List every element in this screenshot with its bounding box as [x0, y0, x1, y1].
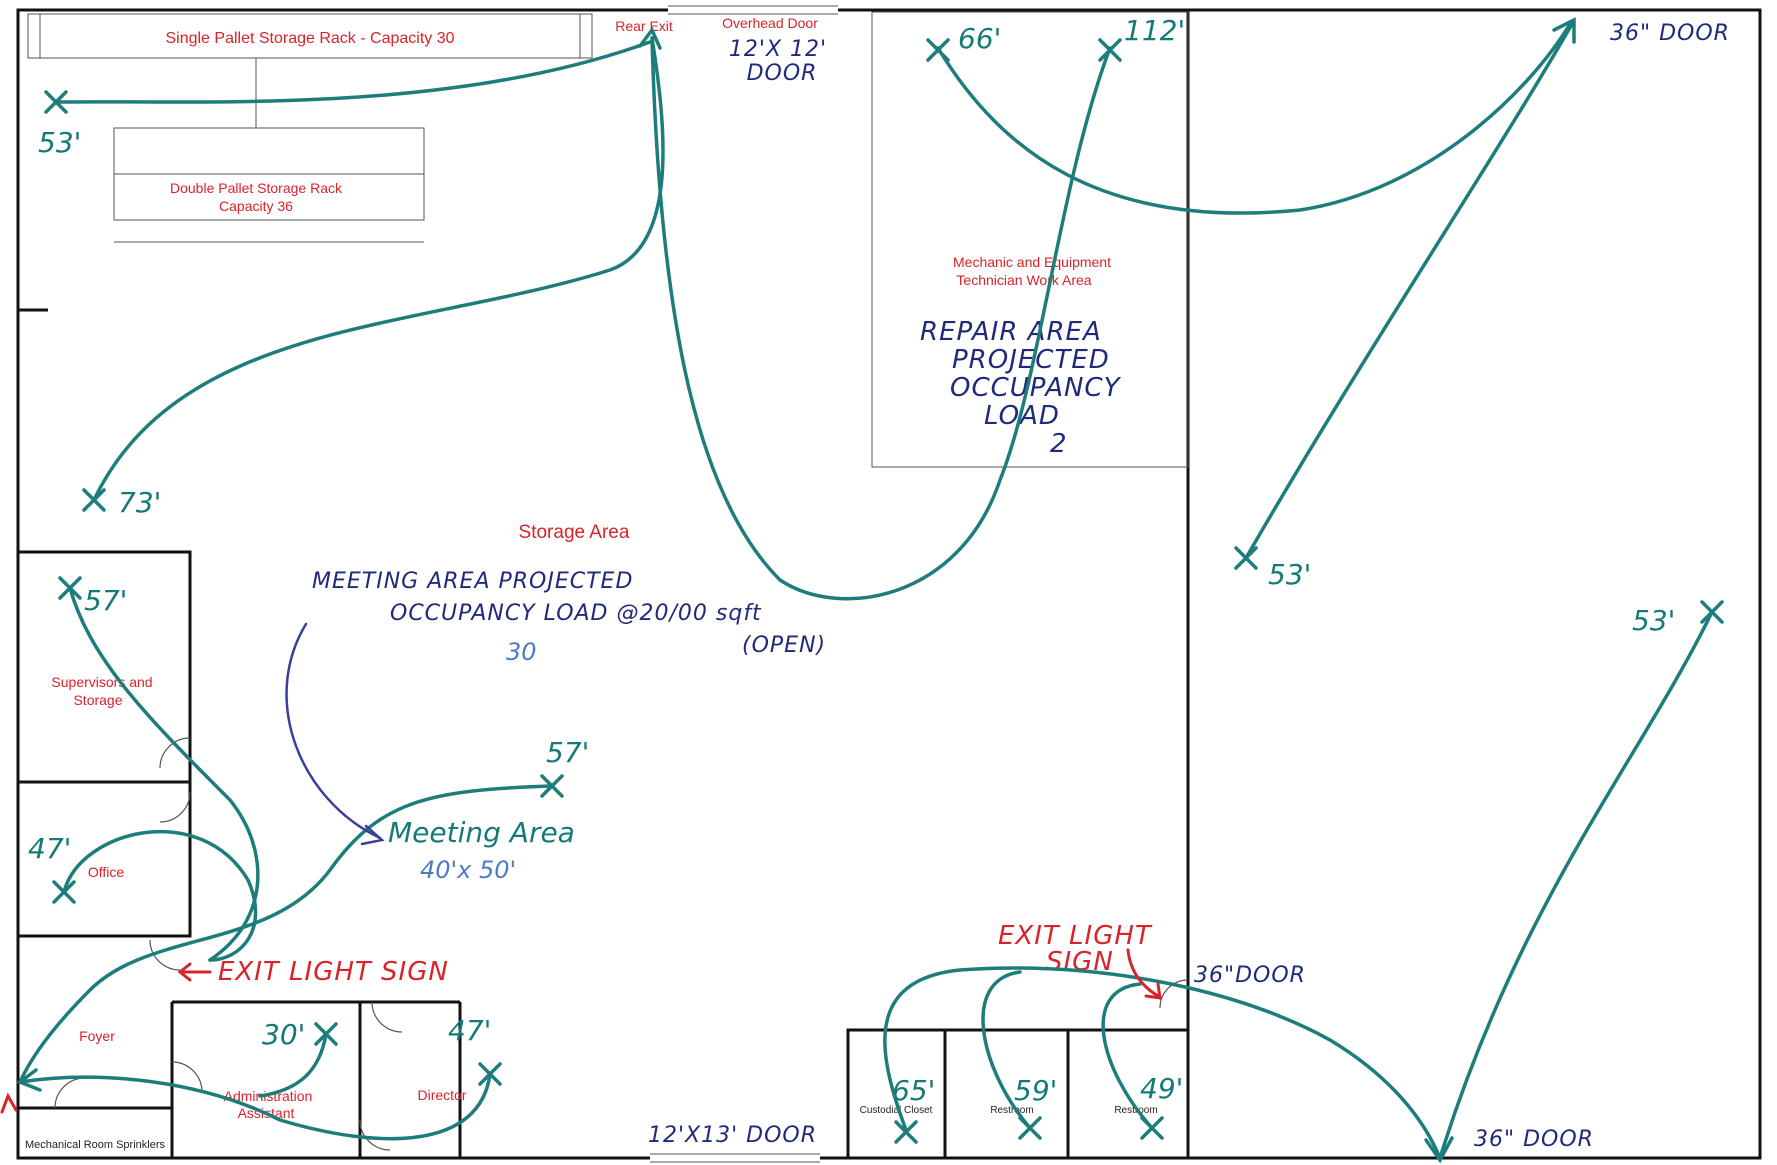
distance-47-office: 47': [28, 832, 71, 865]
office-label: Office: [88, 864, 125, 880]
overhead-door-note: DOOR: [747, 61, 818, 86]
mechanic-area-label-2: Technician Work Area: [956, 272, 1091, 288]
distance-53-top-left: 53': [38, 126, 81, 159]
distance-59: 59': [1014, 1074, 1057, 1107]
arrow-foyer-exit: [16, 1068, 42, 1092]
route-30-admin: [258, 1032, 328, 1098]
meeting-projected-note-3: 30: [506, 638, 537, 666]
start-markers: [44, 38, 1724, 1144]
arrow-top-door: [1552, 17, 1576, 44]
arrow-rear-exit: [638, 26, 662, 50]
distance-57-meeting: 57': [546, 736, 589, 769]
door-36-bottom-note: 36" DOOR: [1474, 1127, 1594, 1152]
repair-area-note-3: OCCUPANCY: [950, 373, 1122, 403]
single-rack-label: Single Pallet Storage Rack - Capacity 30: [165, 30, 454, 47]
x-marker-66: [926, 38, 950, 62]
supervisors-label-2: Storage: [73, 692, 122, 708]
x-marker-53-far-right: [1700, 600, 1724, 624]
distance-66: 66': [958, 22, 1001, 55]
distance-47-director: 47': [448, 1014, 491, 1047]
x-marker-57-meeting: [540, 774, 564, 798]
restroom-1-label: Restroom: [990, 1105, 1033, 1116]
meeting-size-note: 40'x 50': [420, 856, 516, 884]
x-marker-57-supervisors: [58, 576, 82, 600]
exit-sign-right-arrow: [1126, 948, 1162, 1000]
route-57-supervisors-to-foyer: [68, 586, 260, 962]
x-marker-30-admin: [314, 1022, 338, 1046]
route-49: [1101, 982, 1154, 1130]
distance-30-admin: 30': [262, 1018, 305, 1051]
rear-exit-label: Rear Exit: [615, 18, 673, 34]
overhead-door-label: Overhead Door: [722, 15, 818, 31]
x-marker-112: [1098, 38, 1122, 62]
mechanic-area-outline: [871, 11, 1189, 468]
exit-sign-left-arrow: [177, 962, 212, 982]
route-112-to-rear-exit: [650, 36, 1112, 601]
building-walls: [16, 8, 1762, 1160]
distance-57-supervisors: 57': [84, 584, 127, 617]
supervisors-label-1: Supervisors and: [51, 674, 152, 690]
meeting-projected-note-2: OCCUPANCY LOAD @20/00 sqft: [390, 601, 762, 626]
double-pallet-rack: [113, 127, 425, 243]
arrow-bottom-door: [1424, 1136, 1454, 1164]
custodial-closet-label: Custodial Closet: [860, 1105, 933, 1116]
x-marker-73: [82, 488, 106, 512]
route-restrooms-to-bottom-door: [883, 966, 1442, 1160]
route-47-office-to-foyer: [62, 829, 258, 962]
director-label: Director: [417, 1087, 466, 1103]
x-marker-59: [1018, 1116, 1042, 1140]
mechanical-room-label: Mechanical Room Sprinklers: [25, 1139, 165, 1151]
route-53-to-rear-exit: [54, 40, 652, 104]
double-rack-label-2: Capacity 36: [219, 198, 293, 214]
x-marker-53-top-left: [44, 90, 68, 114]
route-arrowheads: [16, 17, 1576, 1164]
meeting-projected-note-4: (OPEN): [742, 633, 826, 658]
door-36-mid-note: 36"DOOR: [1194, 963, 1306, 988]
x-marker-47-director: [478, 1062, 502, 1086]
egress-routes: [0, 22, 1714, 1160]
door-36-top-note: 36" DOOR: [1610, 21, 1730, 46]
overhead-size-note: 12'X 12': [729, 37, 827, 62]
route-admin-director-to-foyer: [18, 1072, 492, 1141]
exit-sign-right-note-1: EXIT LIGHT: [998, 921, 1153, 951]
storage-area-label: Storage Area: [519, 522, 630, 543]
distance-53-mid-right: 53': [1268, 558, 1311, 591]
exit-sign-left-note: EXIT LIGHT SIGN: [218, 957, 449, 987]
route-53-far-to-bottom-door: [1438, 610, 1714, 1160]
meeting-projected-note-1: MEETING AREA PROJECTED: [312, 569, 633, 594]
single-pallet-rack: [27, 13, 593, 128]
route-59: [981, 970, 1032, 1130]
mechanic-area-label-1: Mechanic and Equipment: [953, 254, 1111, 270]
route-53-mid-to-top-door: [1244, 22, 1574, 560]
door-12x13-bottom: [650, 1153, 820, 1163]
x-marker-65: [894, 1120, 918, 1144]
x-marker-47-office: [52, 880, 76, 904]
distance-65: 65': [892, 1074, 935, 1107]
distance-49: 49': [1140, 1072, 1183, 1105]
x-marker-49: [1140, 1116, 1164, 1140]
distance-53-far-right: 53': [1632, 604, 1675, 637]
route-66-to-top-door: [936, 22, 1572, 215]
meeting-pointer-arrow: [285, 622, 385, 846]
overhead-door-top: [668, 5, 838, 15]
route-73-to-rear-exit: [92, 36, 665, 502]
x-marker-53-mid-right: [1234, 546, 1258, 570]
door-12x13-note: 12'X13' DOOR: [648, 1123, 817, 1148]
double-rack-label-1: Double Pallet Storage Rack: [170, 180, 343, 196]
meeting-area-note: Meeting Area: [388, 816, 575, 849]
distance-112: 112': [1124, 14, 1185, 47]
foyer-exit-arrow: [0, 1092, 18, 1114]
repair-area-note-1: REPAIR AREA: [920, 317, 1102, 347]
repair-area-note-5: 2: [1050, 429, 1068, 459]
distance-73: 73': [118, 486, 161, 519]
foyer-label: Foyer: [79, 1028, 115, 1044]
